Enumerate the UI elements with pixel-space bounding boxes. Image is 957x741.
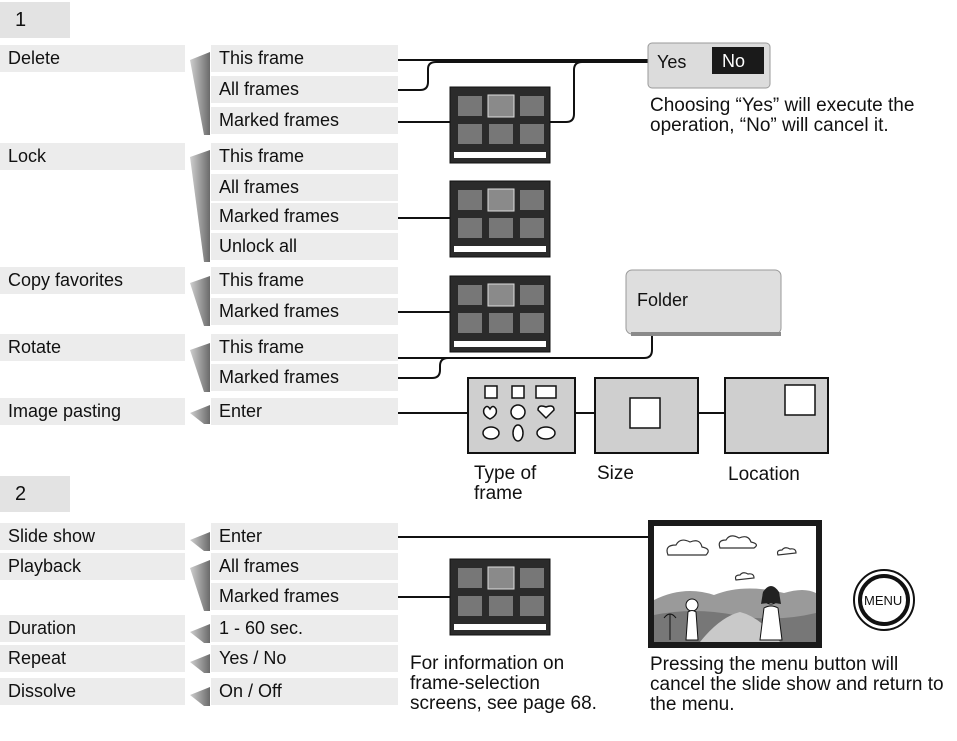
menu-item-label: Delete: [8, 48, 61, 68]
bracket-lock: [190, 150, 210, 262]
menu-item-duration[interactable]: Duration: [0, 615, 185, 644]
option-label: Marked frames: [219, 586, 340, 606]
option-label: Marked frames: [219, 367, 340, 387]
option-lock-this-frame[interactable]: This frame: [211, 143, 398, 172]
yes-no-note: Choosing “Yes” will execute the operatio…: [650, 95, 915, 136]
option-delete-this-frame[interactable]: This frame: [211, 45, 398, 74]
option-label: Enter: [219, 401, 263, 421]
bracket-playback: [190, 560, 210, 611]
connector-delete-all-frames: [398, 61, 648, 91]
option-rotate-marked-frames[interactable]: Marked frames: [211, 364, 398, 393]
option-delete-marked-frames[interactable]: Marked frames: [211, 107, 398, 136]
option-dissolve-on-off[interactable]: On / Off: [211, 678, 398, 707]
option-repeat-yes-no[interactable]: Yes / No: [211, 645, 398, 674]
size-screen: [594, 377, 699, 454]
menu-item-label: Image pasting: [8, 401, 122, 421]
option-label: This frame: [219, 48, 305, 68]
menu-item-repeat[interactable]: Repeat: [0, 645, 185, 674]
slide-show-photo: [648, 520, 822, 648]
option-label: This frame: [219, 146, 305, 166]
frame-selection-screen-copy: [449, 275, 551, 353]
bracket-dissolve: [190, 687, 210, 706]
option-label: All frames: [219, 556, 300, 576]
section-2-number: 2: [15, 482, 27, 505]
bracket-rotate: [190, 343, 210, 392]
menu-item-label: Rotate: [8, 337, 62, 357]
option-label: All frames: [219, 177, 300, 197]
menu-item-slide-show[interactable]: Slide show: [0, 523, 185, 552]
type-of-frame-label: Type of frame: [474, 463, 537, 504]
menu-item-playback[interactable]: Playback: [0, 553, 185, 582]
frame-selection-note: For information on frame-selection scree…: [410, 653, 597, 714]
location-screen: [724, 377, 829, 454]
size-label: Size: [597, 463, 634, 484]
menu-item-lock[interactable]: Lock: [0, 143, 185, 172]
folder-label: Folder: [637, 290, 689, 310]
menu-item-label: Playback: [8, 556, 82, 576]
menu-item-copy-favorites[interactable]: Copy favorites: [0, 267, 185, 296]
option-label: Unlock all: [219, 236, 298, 256]
connector-rotate-marked: [398, 357, 449, 379]
menu-item-label: Repeat: [8, 648, 67, 668]
menu-item-delete[interactable]: Delete: [0, 45, 185, 74]
option-label: On / Off: [219, 681, 282, 701]
bracket-copy: [190, 276, 210, 326]
option-duration-range[interactable]: 1 - 60 sec.: [211, 615, 398, 644]
option-label: All frames: [219, 79, 300, 99]
section-1-number: 1: [15, 8, 27, 31]
option-lock-marked-frames[interactable]: Marked frames: [211, 203, 398, 232]
connector-rotate-this-frame: [398, 330, 653, 359]
section-1-tab[interactable]: 1: [0, 2, 70, 38]
bracket-duration: [190, 624, 210, 643]
option-label: This frame: [219, 337, 305, 357]
option-slide-show-enter[interactable]: Enter: [211, 523, 398, 552]
menu-item-label: Slide show: [8, 526, 96, 546]
menu-button-note: Pressing the menu button will cancel the…: [650, 654, 944, 715]
option-label: Marked frames: [219, 301, 340, 321]
type-of-frame-screen: [467, 377, 576, 454]
menu-item-label: Lock: [8, 146, 47, 166]
menu-item-label: Copy favorites: [8, 270, 124, 290]
frame-selection-screen-lock: [449, 180, 551, 258]
option-lock-unlock-all[interactable]: Unlock all: [211, 233, 398, 262]
option-playback-marked-frames[interactable]: Marked frames: [211, 583, 398, 612]
frame-selection-screen-playback: [449, 558, 551, 636]
option-label: Enter: [219, 526, 263, 546]
bracket-repeat: [190, 654, 210, 673]
option-copy-marked-frames[interactable]: Marked frames: [211, 298, 398, 327]
option-label: 1 - 60 sec.: [219, 618, 304, 638]
bracket-delete: [190, 52, 210, 135]
dialog-yes-option[interactable]: Yes: [657, 52, 687, 72]
location-label: Location: [728, 464, 800, 485]
frame-selection-screen-delete: [449, 86, 551, 164]
bracket-slide-show: [190, 532, 210, 551]
option-label: Yes / No: [219, 648, 287, 668]
option-label: This frame: [219, 270, 305, 290]
section-2-tab[interactable]: 2: [0, 476, 70, 512]
option-delete-all-frames[interactable]: All frames: [211, 76, 398, 105]
bracket-image-pasting: [190, 405, 210, 424]
menu-button-label: MENU: [864, 593, 903, 608]
menu-item-label: Duration: [8, 618, 77, 638]
menu-item-dissolve[interactable]: Dissolve: [0, 678, 185, 707]
option-label: Marked frames: [219, 206, 340, 226]
dialog-no-option[interactable]: No: [722, 51, 746, 71]
menu-item-rotate[interactable]: Rotate: [0, 334, 185, 363]
connector-delete-screen-to-dialog: [550, 61, 583, 123]
option-copy-this-frame[interactable]: This frame: [211, 267, 398, 296]
option-playback-all-frames[interactable]: All frames: [211, 553, 398, 582]
menu-item-image-pasting[interactable]: Image pasting: [0, 398, 185, 427]
option-label: Marked frames: [219, 110, 340, 130]
menu-item-label: Dissolve: [8, 681, 77, 701]
option-lock-all-frames[interactable]: All frames: [211, 174, 398, 203]
option-rotate-this-frame[interactable]: This frame: [211, 334, 398, 363]
option-image-pasting-enter[interactable]: Enter: [211, 398, 398, 427]
